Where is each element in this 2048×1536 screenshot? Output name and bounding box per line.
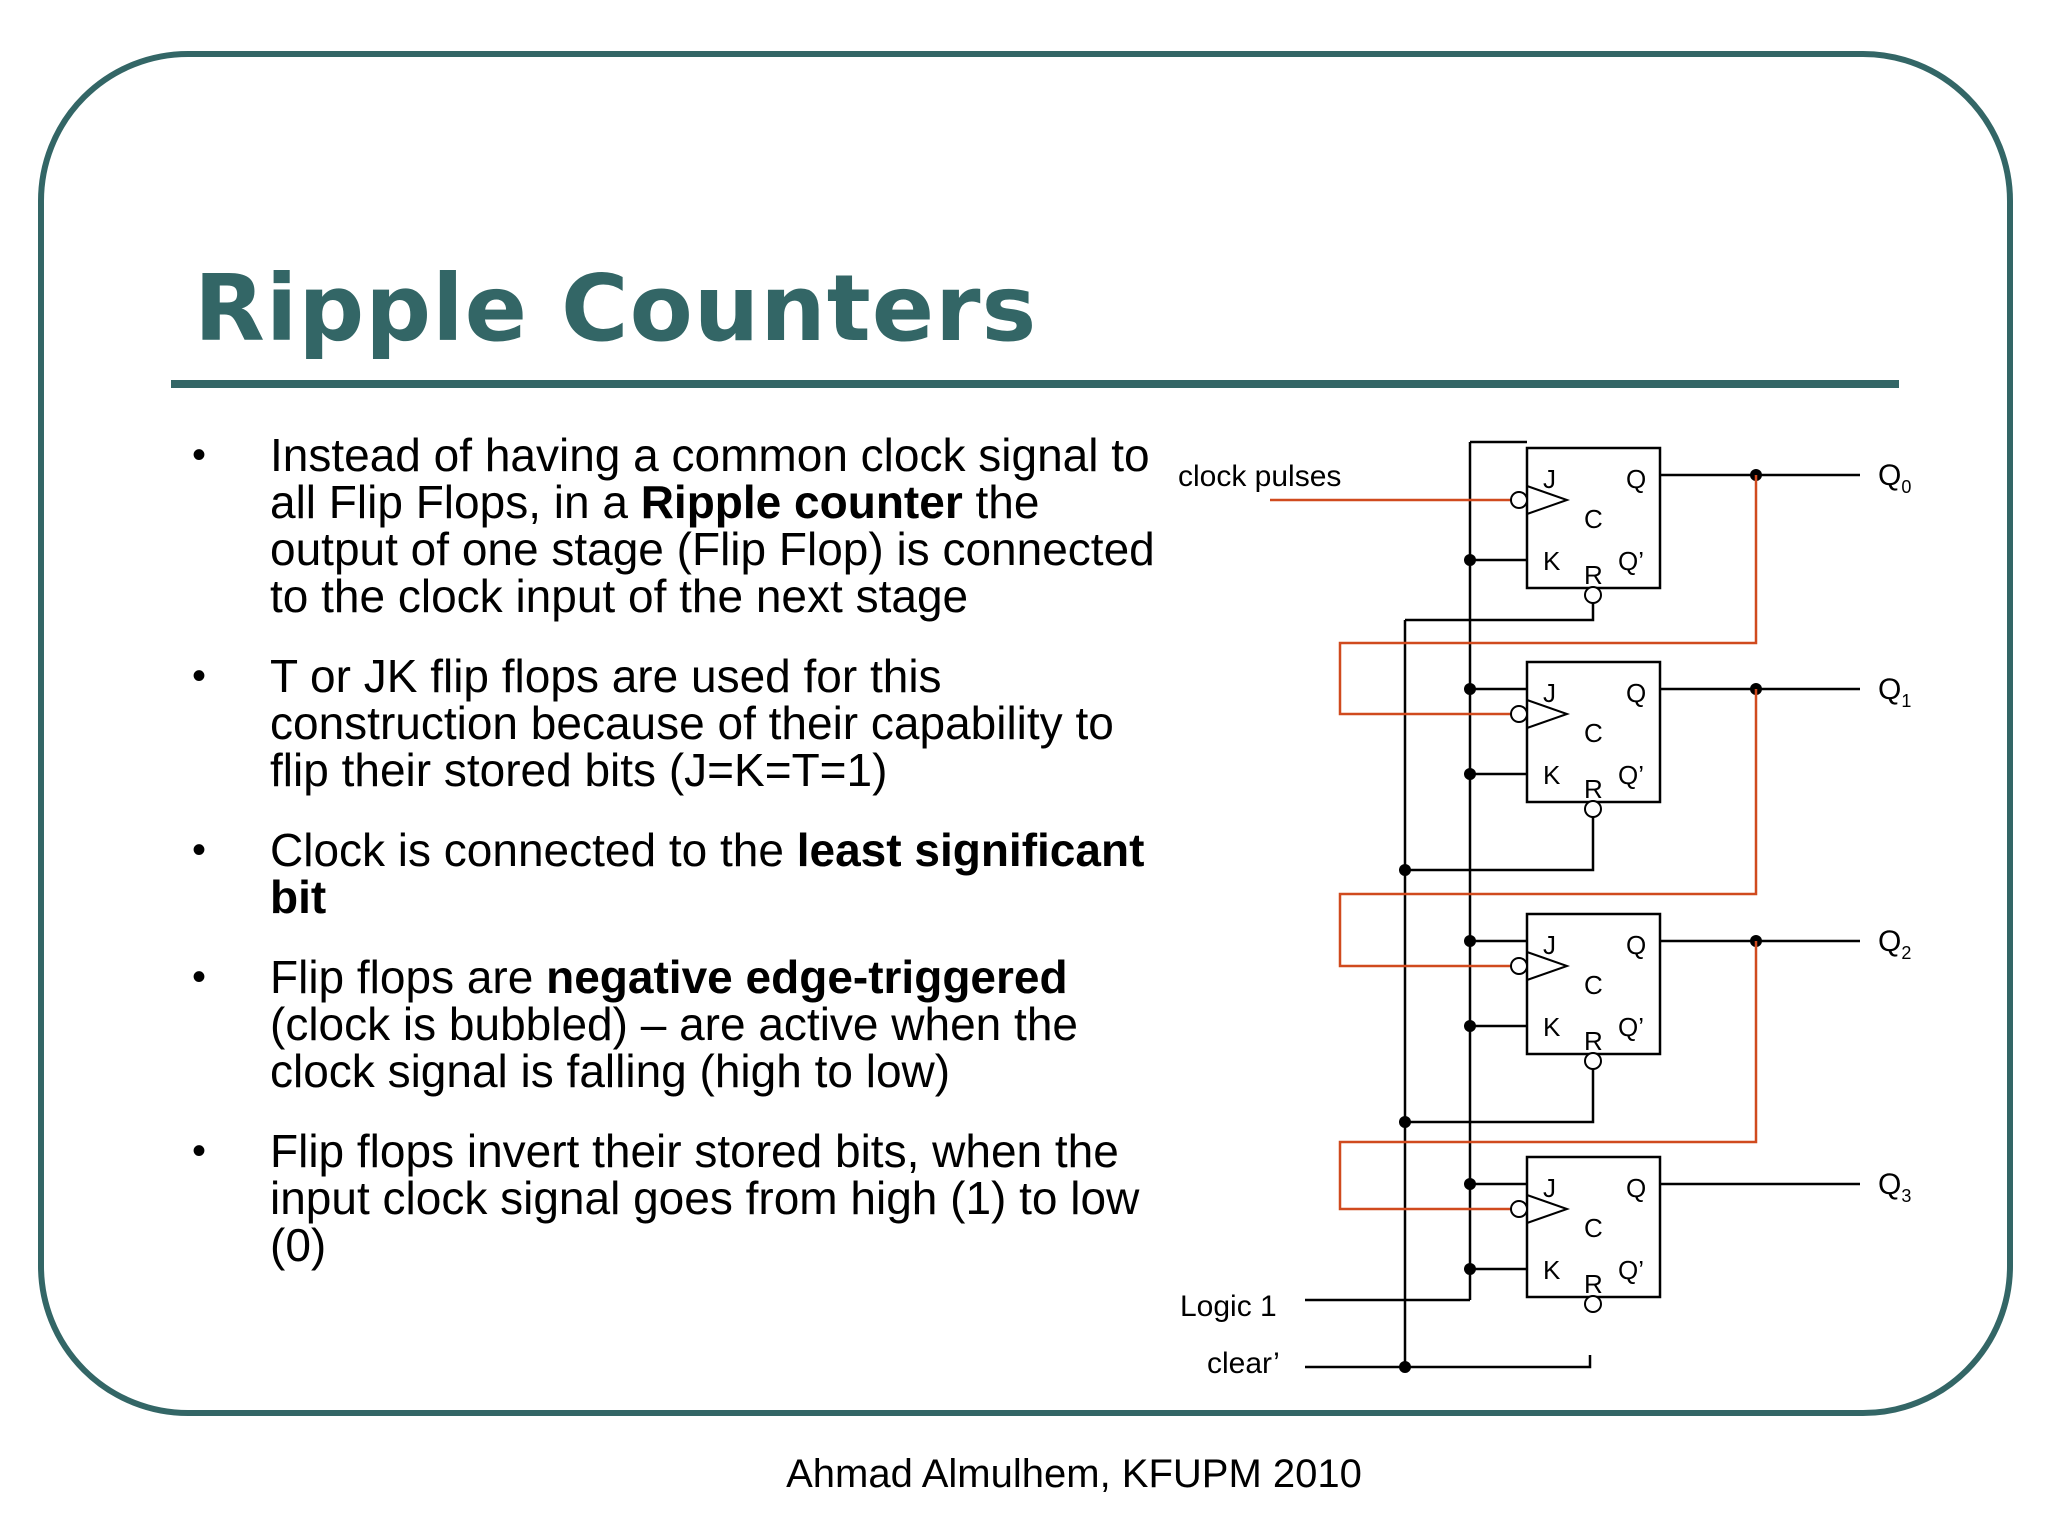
output-subscript: 0 — [1901, 477, 1911, 497]
output-subscript: 1 — [1901, 691, 1911, 711]
flip-flop-box — [1525, 1155, 1662, 1299]
bullet-marker: • — [192, 828, 207, 872]
pin-qbar-label: Q’ — [1618, 1012, 1644, 1042]
junction-dot — [1464, 683, 1476, 695]
reset-bubble — [1584, 1295, 1602, 1313]
pin-reset-label: R — [1584, 1269, 1603, 1299]
output-label-q2: Q2 — [1878, 925, 1911, 963]
clock-edge-triangle — [1526, 699, 1571, 729]
junction-dot — [1399, 864, 1411, 876]
bullet-item: • T or JK flip flops are used for this co… — [180, 653, 1160, 794]
reset-bubble — [1584, 1052, 1602, 1070]
bullet-text: Flip flops are — [270, 951, 547, 1003]
clock-edge-triangle — [1526, 485, 1571, 515]
title-divider — [171, 380, 1899, 388]
bullet-text: Flip flops invert their stored bits, whe… — [270, 1125, 1140, 1271]
pin-reset-label: R — [1584, 560, 1603, 590]
clock-edge-triangle — [1526, 951, 1571, 981]
ripple-clock-wire — [1338, 475, 1758, 716]
ripple-clock-wire — [1338, 689, 1758, 968]
pin-j-label: J — [1543, 678, 1556, 708]
flip-flop-3: J K Q Q’ CR — [1510, 1155, 1662, 1313]
pin-qbar-label: Q’ — [1618, 760, 1644, 790]
pin-q-label: Q — [1626, 464, 1646, 494]
pin-reset-label: R — [1584, 774, 1603, 804]
pin-clk-label: C — [1584, 970, 1603, 1000]
flip-flop-box — [1525, 446, 1662, 590]
junction-dot — [1464, 1020, 1476, 1032]
junction-dot — [1464, 1178, 1476, 1190]
clock-edge-triangle — [1526, 1194, 1571, 1224]
pin-q-label: Q — [1626, 678, 1646, 708]
bullet-item: • Clock is connected to the least signifi… — [180, 827, 1160, 921]
logic1-label: Logic 1 — [1180, 1290, 1277, 1323]
pin-k-label: K — [1543, 760, 1561, 790]
clear-wire — [1405, 603, 1595, 622]
flip-flop-0: J K Q Q’ CR — [1510, 446, 1662, 604]
pin-j-label: J — [1543, 1173, 1556, 1203]
bullet-text: Clock is connected to the — [270, 824, 797, 876]
pin-q-label: Q — [1626, 930, 1646, 960]
slide-frame — [38, 51, 2013, 1416]
pin-qbar-label: Q’ — [1618, 546, 1644, 576]
bullet-item: • Flip flops invert their stored bits, wh… — [180, 1128, 1160, 1269]
bullet-text: T or JK flip flops are used for this con… — [270, 650, 1114, 796]
pin-clk-label: C — [1584, 718, 1603, 748]
bullet-item: •Flip flops are negative edge-triggered … — [180, 954, 1160, 1095]
clock-bubble — [1510, 1200, 1528, 1218]
pin-qbar-label: Q’ — [1618, 1255, 1644, 1285]
output-label-q0: Q0 — [1878, 459, 1911, 497]
pin-k-label: K — [1543, 546, 1561, 576]
bullet-text-bold: negative edge-triggered — [546, 951, 1068, 1003]
output-label-q1: Q1 — [1878, 673, 1911, 711]
slide-footer: Ahmad Almulhem, KFUPM 2010 — [786, 1452, 1362, 1496]
bullet-marker: • — [192, 1129, 207, 1173]
bullet-text: the output of one stage (Flip Flop) is c… — [270, 476, 1155, 622]
pin-clk-label: C — [1584, 504, 1603, 534]
junction-dot — [1464, 554, 1476, 566]
junction-dot — [1464, 935, 1476, 947]
bullet-text: Instead of having a common clock signal … — [270, 429, 1150, 528]
reset-bubble — [1584, 586, 1602, 604]
clock-bubble — [1510, 705, 1528, 723]
reset-bubble — [1584, 800, 1602, 818]
clear-input-wire — [1305, 1355, 1592, 1369]
bullet-marker: • — [192, 433, 207, 477]
slide-title: Ripple Counters — [194, 255, 1038, 362]
clear-wire — [1405, 1069, 1595, 1124]
pin-j-label: J — [1543, 464, 1556, 494]
flip-flop-2: J K Q Q’ CR — [1510, 912, 1662, 1070]
pin-k-label: K — [1543, 1012, 1561, 1042]
junction-dot — [1464, 1263, 1476, 1275]
junction-dot — [1464, 768, 1476, 780]
clock-bubble — [1510, 957, 1528, 975]
bullet-list: • Instead of having a common clock signal… — [180, 432, 1160, 1302]
clear-wire — [1405, 817, 1595, 872]
pin-q-label: Q — [1626, 1173, 1646, 1203]
output-subscript: 3 — [1901, 1186, 1911, 1206]
pin-reset-label: R — [1584, 1026, 1603, 1056]
output-subscript: 2 — [1901, 943, 1911, 963]
bullet-text: (clock is bubbled) – are active when the… — [270, 998, 1078, 1097]
bullet-text-bold: Ripple counter — [640, 476, 963, 528]
bullet-text-bold: least significant bit — [270, 824, 1145, 923]
pin-j-label: J — [1543, 930, 1556, 960]
junction-dot — [1399, 1116, 1411, 1128]
junction-dot — [1399, 1361, 1411, 1373]
flip-flop-1: J K Q Q’ CR — [1510, 660, 1662, 818]
output-label-q3: Q3 — [1878, 1168, 1911, 1206]
bullet-marker: • — [192, 654, 207, 698]
flip-flop-box — [1525, 660, 1662, 804]
bullet-item: • Instead of having a common clock signal… — [180, 432, 1160, 620]
pin-clk-label: C — [1584, 1213, 1603, 1243]
pin-k-label: K — [1543, 1255, 1561, 1285]
clock-bubble — [1510, 491, 1528, 509]
clear-label: clear’ — [1207, 1347, 1280, 1380]
bullet-marker: • — [192, 955, 207, 999]
clock-pulses-label: clock pulses — [1178, 460, 1341, 493]
ripple-clock-wire — [1338, 941, 1758, 1211]
